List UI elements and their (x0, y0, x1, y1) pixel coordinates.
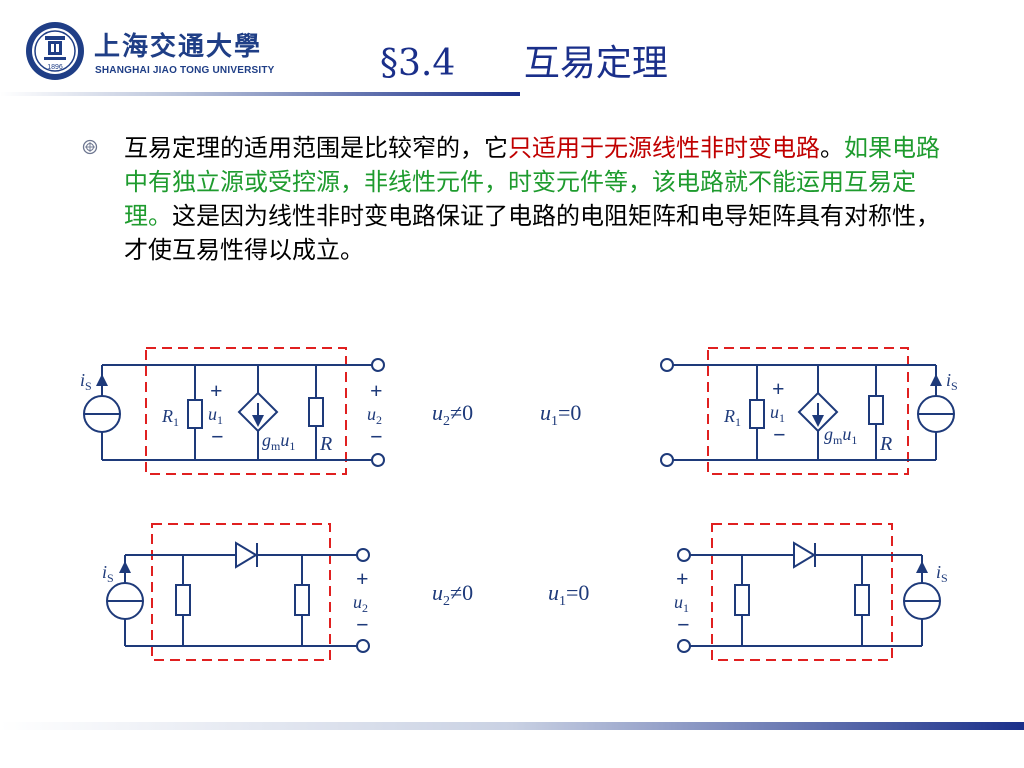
resistor-r (868, 395, 884, 425)
svg-text:iS: iS (102, 562, 114, 585)
resistor (854, 584, 870, 616)
svg-text:R1: R1 (161, 406, 179, 429)
terminal (356, 548, 370, 562)
title-underline (0, 92, 520, 96)
circuit-bottom-left-labels: iS + u2 − (102, 562, 369, 637)
svg-text:u1: u1 (674, 592, 689, 615)
body-text-red-emphasis: 只适用于无源线性非时变电路 (508, 134, 820, 162)
terminal (660, 453, 674, 467)
svg-text:u2≠0: u2≠0 (432, 580, 473, 609)
svg-text:u2: u2 (353, 592, 368, 615)
svg-text:−: − (773, 422, 786, 447)
svg-text:+: + (356, 566, 369, 591)
svg-text:+: + (210, 378, 223, 403)
svg-text:gmu1: gmu1 (262, 430, 295, 453)
svg-text:iS: iS (80, 370, 92, 393)
dashed-box (711, 523, 893, 661)
svg-text:−: − (370, 424, 383, 449)
reciprocity-circuits-figure: iS R1 + u1 − gmu1 R + u2 − u2≠0 u1=0 R1 … (80, 347, 958, 661)
diode-icon (793, 541, 816, 569)
svg-text:R: R (879, 433, 892, 455)
terminal (660, 358, 674, 372)
svg-text:iS: iS (946, 370, 958, 393)
dashed-box (145, 347, 347, 475)
circuit-bottom-left (106, 523, 370, 661)
diode-icon (235, 541, 258, 569)
svg-text:u2: u2 (367, 404, 382, 427)
svg-text:+: + (772, 376, 785, 401)
sjtu-emblem-icon: 1896 (26, 22, 84, 80)
svg-text:u2≠0: u2≠0 (432, 400, 473, 429)
body-text-green-emphasis: 如果电路中有独立源或受控源，非线性元件，时变元件等，该电路就不能运用互易定理。 (124, 134, 940, 230)
svg-text:R1: R1 (723, 406, 741, 429)
logo-year: 1896 (47, 64, 63, 71)
terminal (371, 358, 385, 372)
dashed-box (151, 523, 331, 661)
logo-english-name: SHANGHAI JIAO TONG UNIVERSITY (95, 65, 275, 76)
svg-text:R: R (319, 433, 332, 455)
footer-bar (0, 722, 1024, 730)
svg-text:−: − (211, 424, 224, 449)
body-paragraph: 互易定理的适用范围是比较窄的，它只适用于无源线性非时变电路。如果电路中有独立源或… (124, 131, 954, 267)
resistor (294, 584, 310, 616)
terminal (677, 639, 691, 653)
resistor-r (308, 397, 324, 427)
svg-text:+: + (370, 378, 383, 403)
svg-text:gmu1: gmu1 (824, 424, 857, 447)
resistor (175, 584, 191, 616)
svg-text:−: − (677, 612, 690, 637)
circuit-top-left (83, 347, 385, 475)
logo-chinese-name: 上海交通大學 (94, 32, 263, 62)
circuit-bottom-right-labels: + u1 − iS (674, 562, 948, 637)
circuit-bottom-right (677, 523, 941, 661)
svg-text:u1: u1 (770, 402, 785, 425)
svg-text:u1=0: u1=0 (548, 580, 589, 609)
terminal (356, 639, 370, 653)
resistor-r1 (749, 399, 765, 429)
svg-text:−: − (356, 612, 369, 637)
svg-text:iS: iS (936, 562, 948, 585)
svg-text:u1=0: u1=0 (540, 400, 581, 429)
bullet-icon (82, 139, 98, 155)
terminal (677, 548, 691, 562)
slide-title: §3.4 互易定理 (380, 43, 668, 84)
circuit-top-right-labels: R1 + u1 − gmu1 R iS (723, 370, 958, 455)
university-logo: 1896 上海交通大學 SHANGHAI JIAO TONG UNIVERSIT… (24, 20, 274, 82)
terminal (371, 453, 385, 467)
body-text-conclusion: 这是因为线性非时变电路保证了电路的电阻矩阵和电导矩阵具有对称性，才使互易性得以成… (124, 202, 940, 264)
resistor-r1 (187, 399, 203, 429)
dashed-box (707, 347, 909, 475)
svg-text:+: + (676, 566, 689, 591)
relation-top: u2≠0 u1=0 (432, 400, 581, 429)
relation-bottom: u2≠0 u1=0 (432, 580, 589, 609)
circuit-top-left-labels: iS R1 + u1 − gmu1 R + u2 − (80, 370, 383, 455)
svg-text:u1: u1 (208, 404, 223, 427)
body-text-period: 。 (820, 134, 844, 162)
body-text-intro: 互易定理的适用范围是比较窄的，它 (124, 134, 508, 162)
resistor (734, 584, 750, 616)
circuit-top-right (660, 347, 955, 475)
